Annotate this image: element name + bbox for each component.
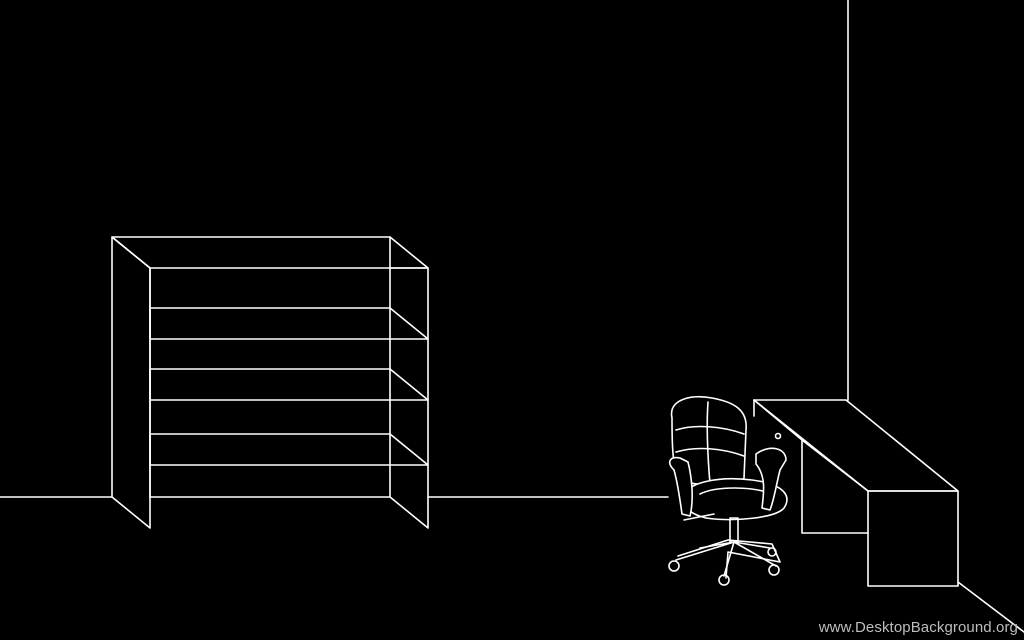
- desk-cabinet-top-front: [801, 439, 869, 492]
- chair-right-armrest: [755, 447, 787, 511]
- chair-seat: [683, 478, 788, 521]
- chair-caster-1: [668, 560, 680, 572]
- desk-cabinet-front: [867, 490, 959, 587]
- desk: [753, 399, 959, 587]
- chair-lever: [683, 513, 715, 521]
- bookshelf: [111, 236, 429, 529]
- bookshelf-shelf-3: [149, 433, 429, 466]
- chair-backrest-seam: [706, 401, 711, 485]
- bookshelf-shelf-1: [149, 307, 429, 340]
- bookshelf-top: [111, 236, 429, 269]
- chair-backrest-tuft-1: [675, 425, 745, 435]
- bookshelf-right-panel: [389, 267, 429, 529]
- desk-side-panel: [753, 399, 869, 534]
- bookshelf-shelf-2: [149, 368, 429, 401]
- desk-drawer-knob: [774, 432, 782, 440]
- chair-caster-3: [768, 564, 780, 576]
- chair-caster-2: [718, 574, 730, 586]
- chair-backrest-tuft-2: [675, 447, 745, 457]
- chair-left-armrest: [668, 456, 693, 517]
- bookshelf-left-panel: [111, 236, 151, 529]
- desk-top: [753, 399, 959, 492]
- office-chair: [668, 396, 788, 586]
- chair-base: [675, 541, 777, 577]
- chair-caster-4: [767, 547, 777, 557]
- chair-gas-lift: [729, 517, 739, 543]
- watermark-text: www.DesktopBackground.org: [818, 619, 1018, 636]
- floor-side-wall-edge: [957, 581, 1024, 633]
